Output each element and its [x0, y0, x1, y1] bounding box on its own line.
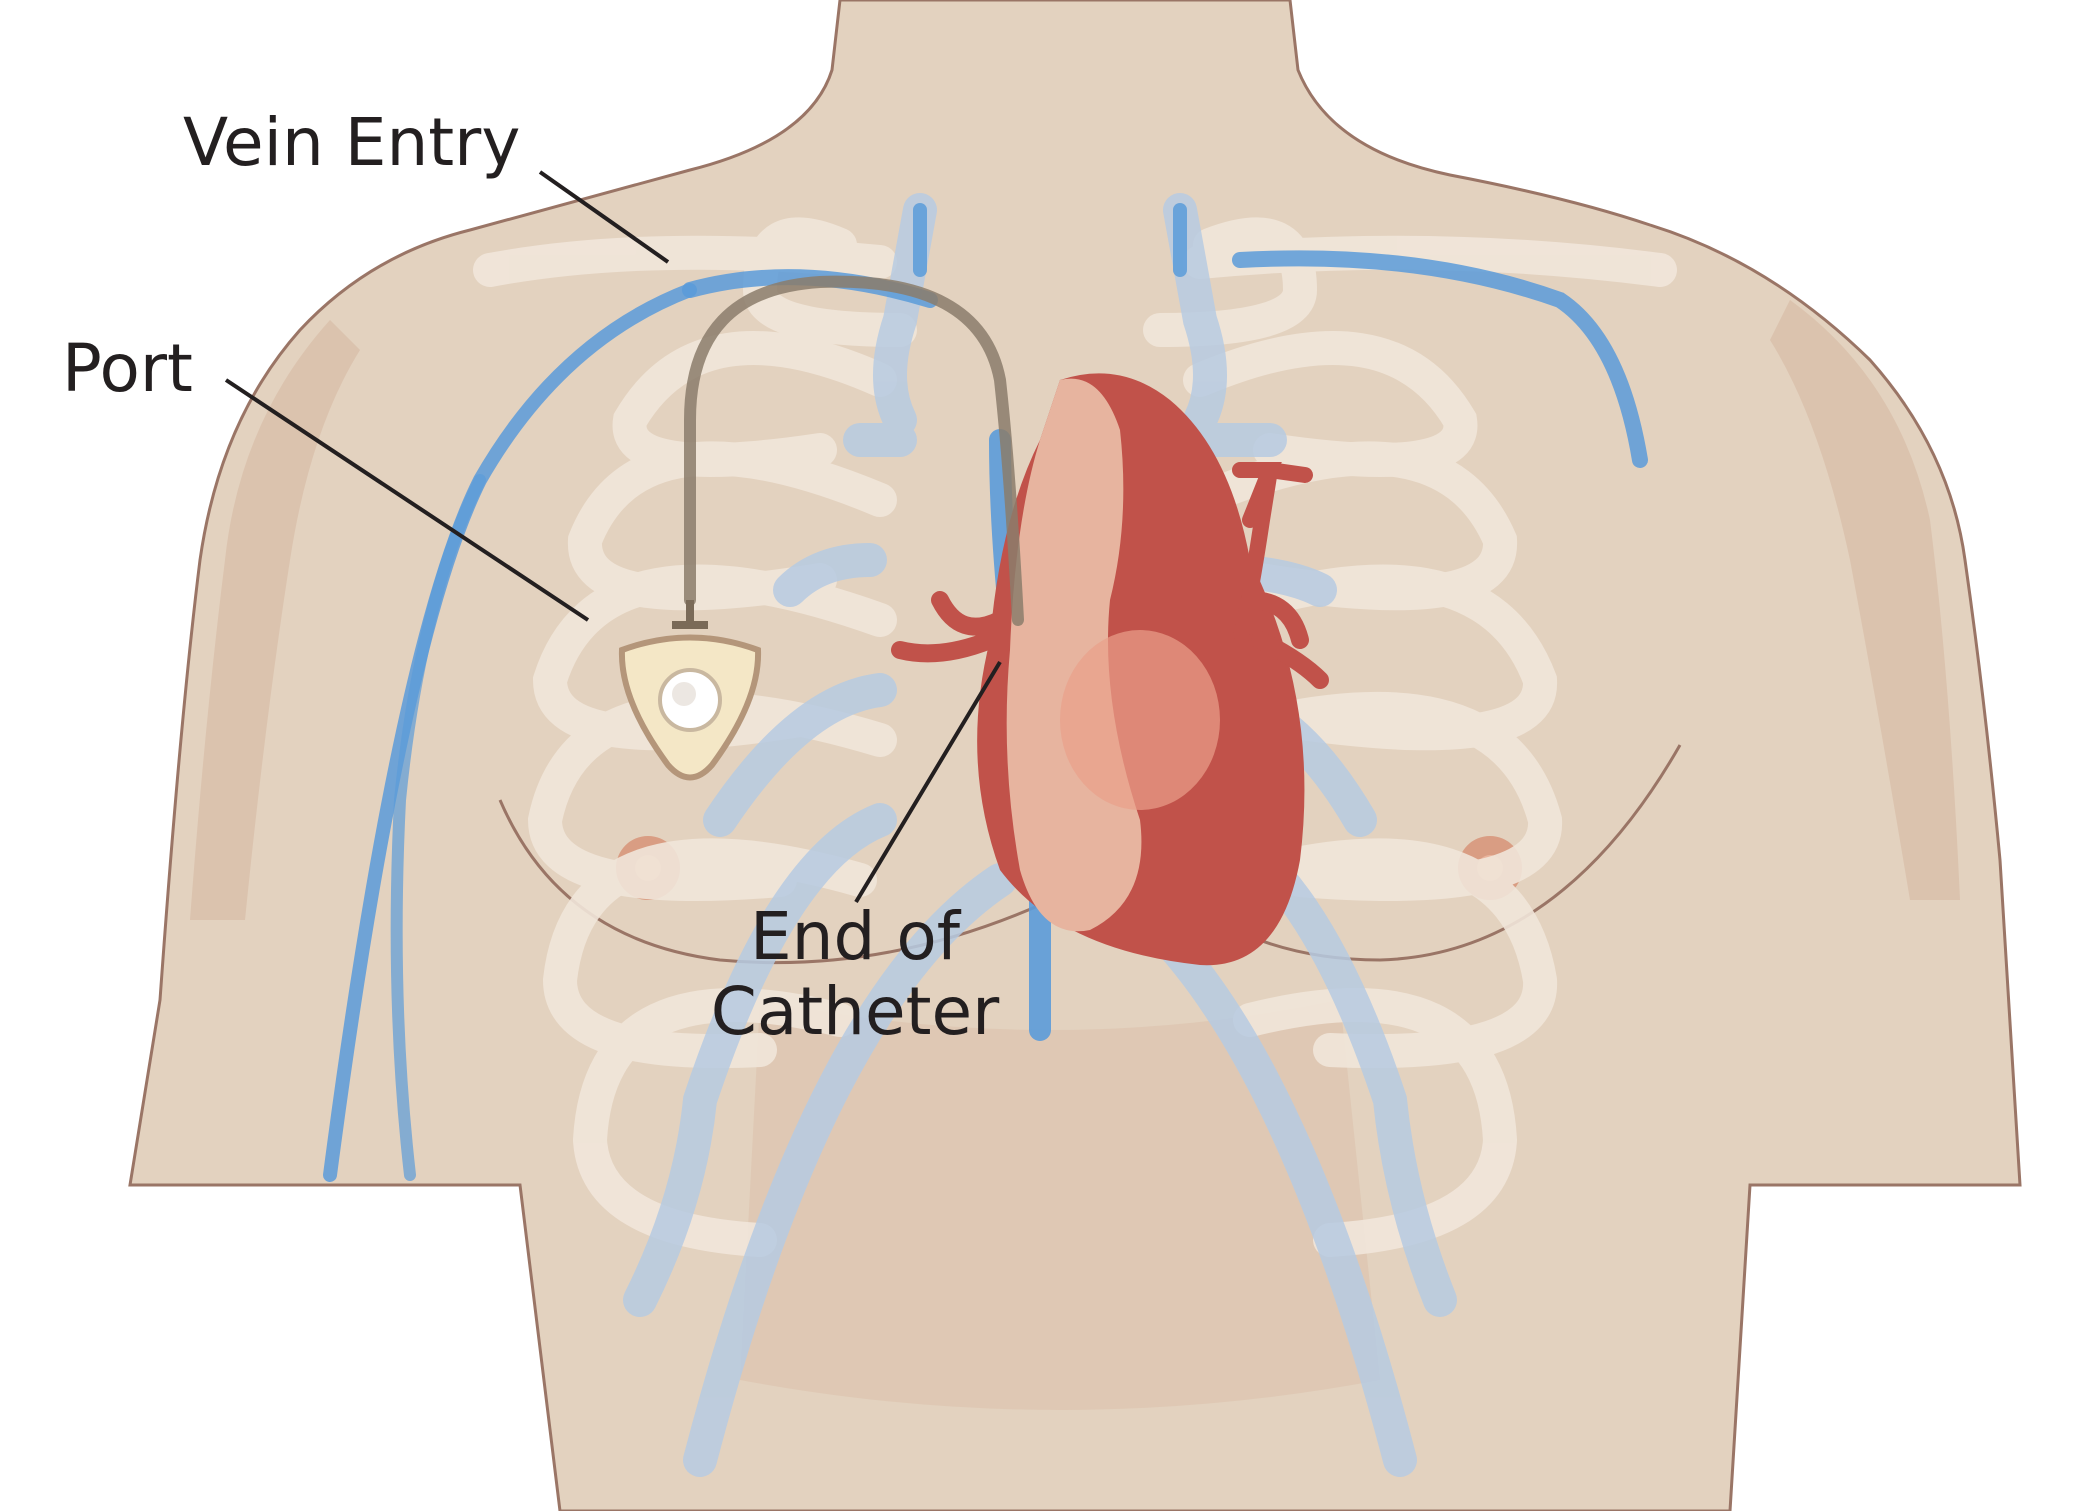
deltoid-shadow-right: [1770, 300, 1960, 900]
subclavian-vein-left: [1232, 250, 1648, 468]
abdomen-shadow: [740, 1000, 1380, 1410]
leader-end-of-catheter: [854, 660, 1002, 904]
pulmonary-vessels-left: [891, 591, 1009, 663]
cartilage-left-4: [623, 803, 897, 1317]
port-stem: [672, 600, 708, 629]
port-septum-shine: [672, 682, 696, 706]
end-of-catheter-label-line1: End of: [749, 898, 961, 975]
port-device: [618, 600, 762, 781]
arm-vein-inner: [390, 474, 486, 1181]
jugular-right: [873, 193, 937, 437]
port-label: Port: [62, 330, 193, 407]
catheter-tube: [684, 275, 1024, 626]
aorta-branch-2: [1232, 468, 1278, 642]
leader-lines: [224, 170, 1002, 904]
clavicle-left: [473, 235, 897, 287]
end-of-catheter-label: End of Catheter: [700, 898, 1010, 1050]
heart-ventricle-highlight: [1060, 630, 1220, 810]
end-of-catheter-label-line2: Catheter: [710, 972, 1000, 1050]
heart: [891, 373, 1329, 966]
leader-port: [224, 378, 590, 622]
cartilage-left-5: [683, 863, 1017, 1477]
vein-entry-label: Vein Entry: [183, 104, 521, 181]
cartilage-left-2: [773, 543, 887, 607]
leader-vein-entry: [538, 170, 670, 264]
rib-right-4: [1183, 564, 1557, 751]
jugular-left: [1163, 193, 1227, 437]
cartilage-left-3: [703, 673, 897, 837]
pulmonary-vessels-right: [1241, 591, 1329, 689]
deltoid-shadow-left: [190, 320, 360, 920]
rib-right-1: [1143, 217, 1318, 347]
